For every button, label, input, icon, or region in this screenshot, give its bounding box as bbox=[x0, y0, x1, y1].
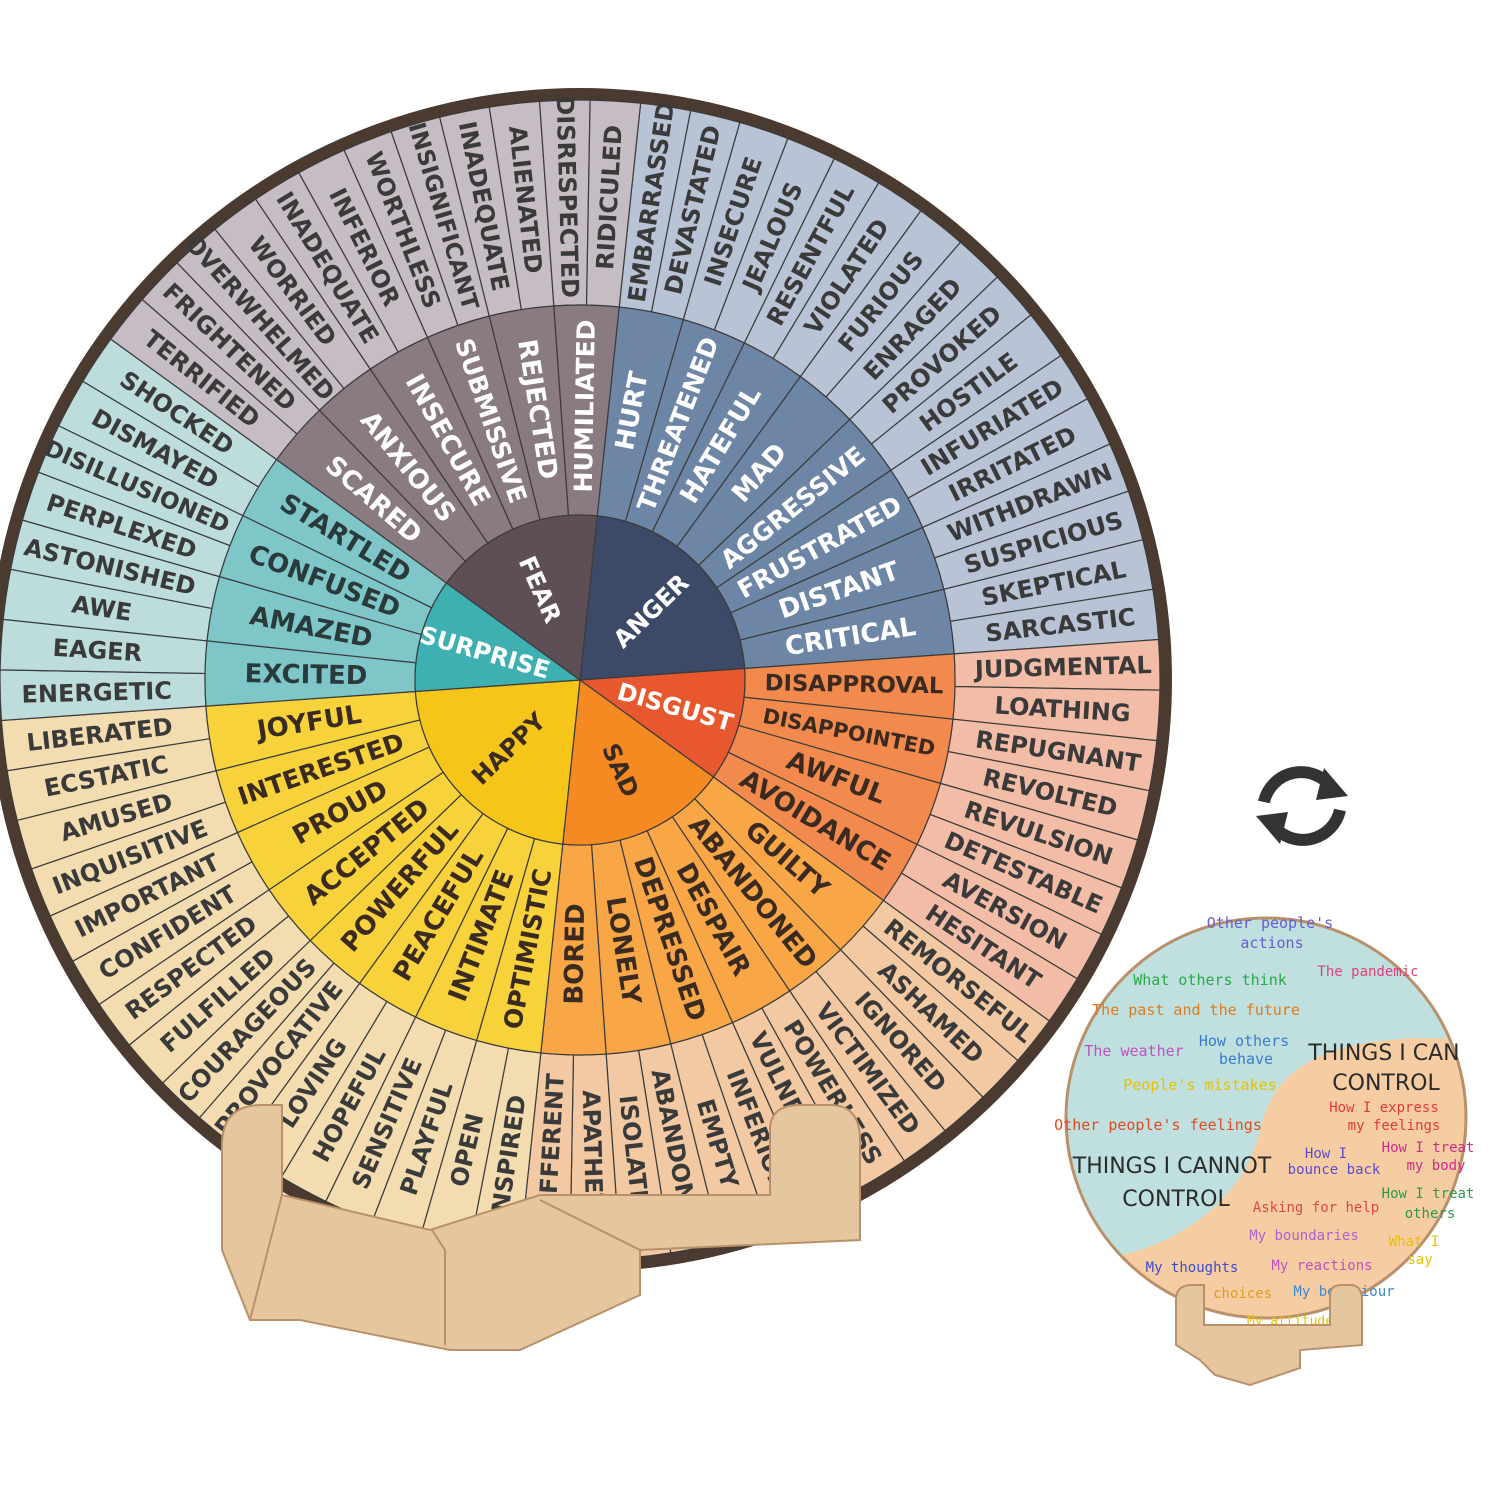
core-segment bbox=[562, 678, 715, 846]
wooden-stand-large bbox=[221, 1104, 861, 1351]
core-segment bbox=[578, 667, 746, 778]
back-label: How others bbox=[1199, 1032, 1289, 1050]
outer-emotion-label: EAGER bbox=[52, 634, 143, 667]
core-segment bbox=[579, 515, 746, 681]
back-label: bounce back bbox=[1288, 1162, 1381, 1178]
cannot-control-title: THINGS I CANNOT bbox=[1072, 1154, 1272, 1179]
back-label: What I bbox=[1389, 1234, 1440, 1250]
back-label: My thoughts bbox=[1146, 1260, 1239, 1276]
back-label: People's mistakes bbox=[1123, 1076, 1277, 1094]
outer-emotion-label: DISRESPECTED bbox=[551, 95, 584, 298]
back-label: say bbox=[1407, 1252, 1432, 1268]
wheel-back-side: THINGS I CANNOT CONTROL THINGS I CAN CON… bbox=[1054, 914, 1475, 1329]
wooden-stand-small bbox=[1175, 1284, 1363, 1387]
back-label: my feelings bbox=[1348, 1118, 1441, 1134]
cannot-control-title-line2: CONTROL bbox=[1122, 1187, 1230, 1212]
back-label: Other people's feelings bbox=[1054, 1116, 1262, 1134]
back-label: What others think bbox=[1133, 971, 1287, 989]
back-label: My reactions bbox=[1271, 1258, 1372, 1274]
can-control-title: THINGS I CAN bbox=[1307, 1041, 1459, 1066]
back-label: behave bbox=[1219, 1050, 1273, 1068]
back-label: How I treat bbox=[1382, 1140, 1475, 1156]
back-label: How I bbox=[1305, 1146, 1347, 1162]
outer-emotion-label: JUDGMENTAL bbox=[973, 651, 1152, 684]
back-label: How I treat bbox=[1382, 1186, 1475, 1202]
outer-emotion-label: ENERGETIC bbox=[21, 677, 172, 709]
back-label: The weather bbox=[1084, 1042, 1183, 1060]
back-label: actions bbox=[1240, 934, 1303, 952]
middle-emotion-label: HUMILIATED bbox=[569, 319, 601, 492]
middle-emotion-label: DISAPPROVAL bbox=[764, 670, 943, 699]
core-segment bbox=[445, 514, 598, 682]
middle-emotion-label: BORED bbox=[559, 903, 591, 1005]
core-segment bbox=[414, 679, 581, 845]
back-label: My boundaries bbox=[1249, 1228, 1359, 1244]
back-label: The pandemic bbox=[1317, 964, 1418, 980]
back-label: My choices bbox=[1188, 1286, 1272, 1302]
back-label: Other people's bbox=[1207, 914, 1333, 932]
back-label: Asking for help bbox=[1253, 1200, 1379, 1216]
middle-emotion-label: EXCITED bbox=[244, 659, 367, 691]
back-label: my body bbox=[1406, 1158, 1465, 1174]
rotate-arrows-icon bbox=[1256, 766, 1348, 846]
emotion-wheel: EMBARRASSEDDEVASTATEDHURTINSECUREJEALOUS… bbox=[0, 88, 1172, 1272]
back-label: The past and the future bbox=[1092, 1001, 1300, 1019]
back-label: How I express bbox=[1329, 1100, 1439, 1116]
core-segment bbox=[414, 582, 582, 693]
can-control-title-line2: CONTROL bbox=[1332, 1071, 1440, 1096]
back-label: others bbox=[1405, 1206, 1456, 1222]
